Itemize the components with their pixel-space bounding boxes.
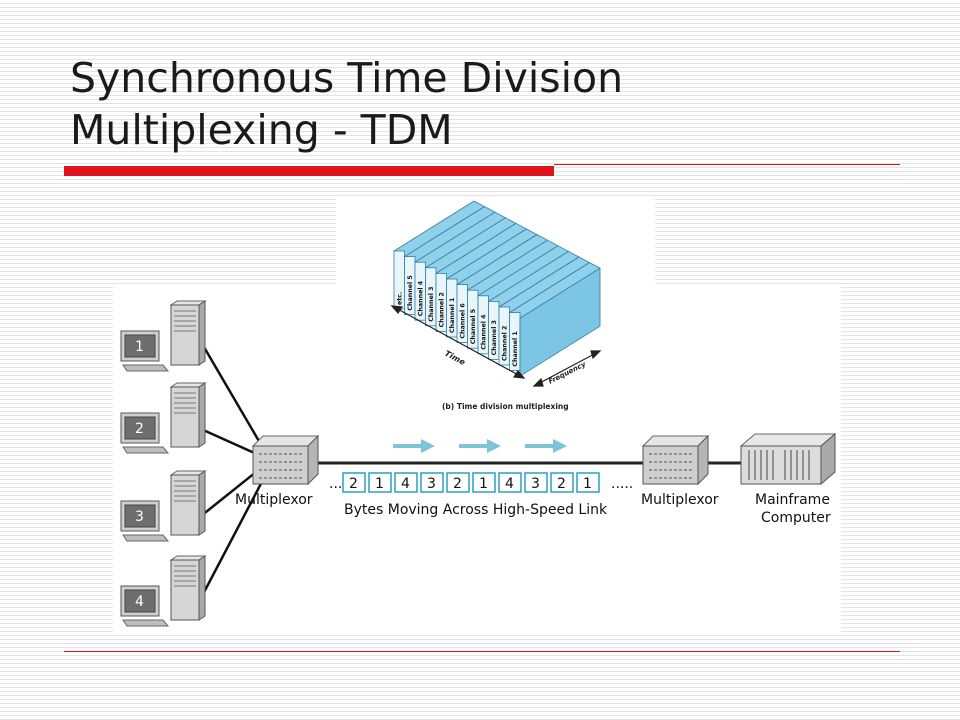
title-underline-accent xyxy=(64,166,554,176)
mainframe-label-line1: Mainframe xyxy=(755,492,830,508)
tdm-slot-label: Channel 4 xyxy=(418,280,425,316)
tdm-slot-label: Channel 4 xyxy=(481,314,488,350)
terminal-number: 3 xyxy=(135,509,144,525)
tdm-slot-label: etc. xyxy=(397,292,404,305)
tdm-slot-label: Channel 1 xyxy=(512,331,519,366)
terminal-1: 1 xyxy=(120,300,207,372)
terminal-number: 4 xyxy=(135,594,144,610)
multiplexor-left-label: Multiplexor xyxy=(235,492,313,508)
byte-cell: 1 xyxy=(368,472,392,493)
tdm-caption: (b) Time division multiplexing xyxy=(442,402,569,411)
direction-arrow-1 xyxy=(393,439,435,453)
title-line-2: Multiplexing - TDM xyxy=(70,106,453,154)
byte-value: 1 xyxy=(583,476,592,492)
byte-cell: 2 xyxy=(550,472,574,493)
tdm-slot-label: Channel 5 xyxy=(470,309,477,344)
terminal-links xyxy=(199,341,267,599)
title-line-1: Synchronous Time Division xyxy=(70,54,624,102)
terminal-2: 2 xyxy=(120,382,207,454)
link-label: Bytes Moving Across High-Speed Link xyxy=(344,502,608,518)
tdm-slot-label: Channel 3 xyxy=(491,320,498,355)
multiplexor-right-device xyxy=(641,434,710,486)
mainframe-icon xyxy=(739,432,837,486)
byte-value: 4 xyxy=(401,476,410,492)
byte-value: 1 xyxy=(375,476,384,492)
byte-value: 2 xyxy=(557,476,566,492)
byte-cell: 2 xyxy=(446,472,470,493)
byte-stream-ellipsis-right: ..... xyxy=(611,476,633,492)
direction-arrow-3 xyxy=(525,439,567,453)
multiplexor-left-device xyxy=(251,434,320,486)
byte-cell: 1 xyxy=(576,472,600,493)
title-underline-rule xyxy=(554,164,900,165)
direction-arrow-2 xyxy=(459,439,501,453)
frequency-axis-arrow xyxy=(532,350,602,387)
byte-value: 4 xyxy=(505,476,514,492)
tdm-slot-label: Channel 6 xyxy=(460,303,467,339)
tdm-slot: Channel 3 xyxy=(487,250,580,360)
byte-cell: 3 xyxy=(524,472,548,493)
byte-cell: 4 xyxy=(498,472,522,493)
mainframe-label-line2: Computer xyxy=(761,510,831,526)
byte-value: 2 xyxy=(453,476,462,492)
terminal-number: 2 xyxy=(135,421,144,437)
byte-value: 1 xyxy=(479,476,488,492)
byte-cell: 1 xyxy=(472,472,496,493)
terminal-number: 1 xyxy=(135,339,144,355)
tdm-slot-label: Channel 2 xyxy=(502,326,509,361)
byte-cell: 2 xyxy=(342,472,366,493)
tdm-slot-label: Channel 3 xyxy=(428,286,435,321)
time-axis-arrow xyxy=(390,305,526,379)
tdm-slot-label: Channel 2 xyxy=(439,292,446,327)
time-axis-label: Time xyxy=(443,349,467,368)
tdm-block-side xyxy=(519,267,601,377)
byte-value: 3 xyxy=(531,476,540,492)
terminal-3: 3 xyxy=(120,470,207,542)
multiplexor-right-label: Multiplexor xyxy=(641,492,719,508)
link-terminal-4 xyxy=(199,475,267,599)
byte-value: 3 xyxy=(427,476,436,492)
frequency-axis-label: Frequency xyxy=(547,360,587,386)
tdm-slot-label: Channel 1 xyxy=(449,298,456,333)
slide-title: Synchronous Time Division Multiplexing -… xyxy=(70,52,890,156)
byte-cell: 4 xyxy=(394,472,418,493)
byte-stream-ellipsis-left: ... xyxy=(329,476,342,492)
tdm-slot-label: Channel 5 xyxy=(407,275,414,310)
byte-value: 2 xyxy=(349,476,358,492)
terminal-4: 4 xyxy=(120,555,207,627)
link-terminal-2 xyxy=(200,427,262,458)
byte-cell: 3 xyxy=(420,472,444,493)
link-terminal-3 xyxy=(200,467,262,517)
link-terminal-1 xyxy=(199,341,265,449)
footer-rule xyxy=(64,651,900,652)
